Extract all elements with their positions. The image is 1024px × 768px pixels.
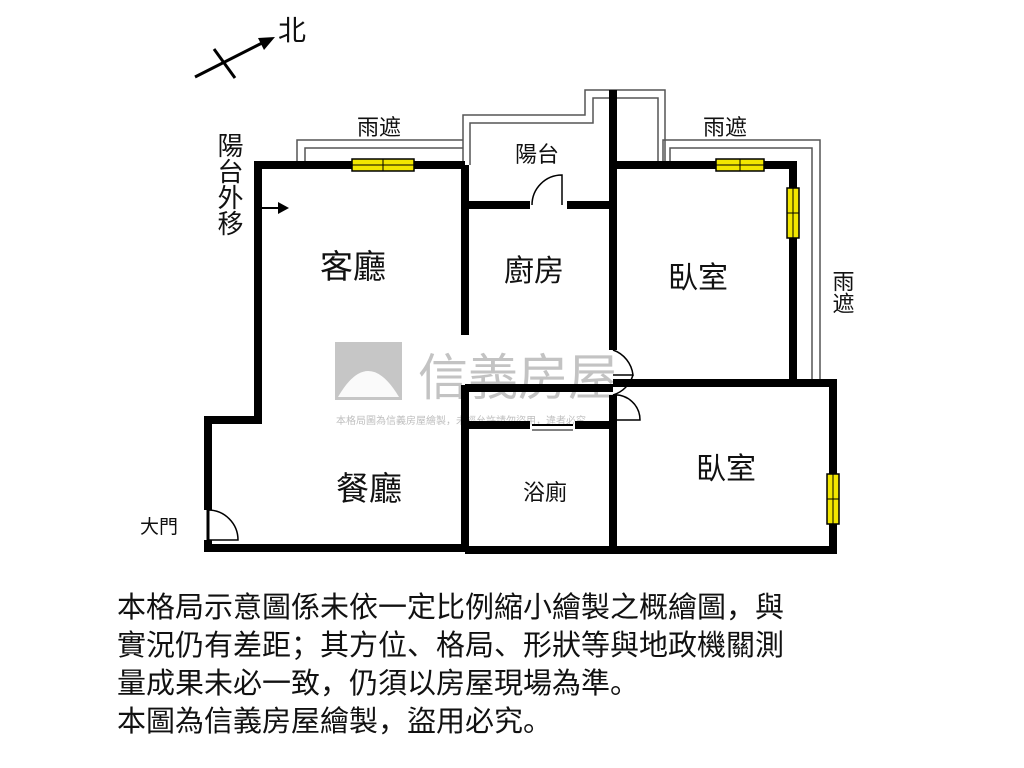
canopy-right-label: 雨遮 — [703, 116, 747, 141]
balcony-outline — [462, 89, 666, 165]
canopy-left-outline — [296, 139, 463, 165]
window-bedroom-1-side — [786, 187, 800, 239]
room-bathroom: 浴廁 — [523, 481, 567, 506]
room-kitchen: 廚房 — [504, 254, 564, 289]
disclaimer-line-3: 量成果未必一致，仍須以房屋現場為準。 — [117, 666, 640, 700]
windows — [351, 158, 840, 525]
disclaimer-line-4: 本圖為信義房屋繪製，盜用必究。 — [117, 704, 553, 738]
window-bedroom-2 — [826, 473, 840, 525]
bathroom-door — [532, 424, 573, 431]
disclaimer: 本格局示意圖係未依一定比例縮小繪製之概繪圖，與 實況仍有差距；其方位、格局、形狀… — [117, 588, 917, 740]
balcony-door — [531, 174, 563, 206]
walls — [204, 90, 837, 554]
room-living: 客廳 — [320, 247, 386, 286]
compass: 北 — [194, 14, 306, 79]
canopy-side-label: 雨遮 — [829, 270, 855, 314]
watermark-brand: 信義房屋 — [418, 349, 618, 407]
room-dining: 餐廳 — [336, 469, 402, 508]
window-bedroom-1-top — [715, 158, 765, 172]
room-balcony: 陽台 — [515, 143, 559, 168]
main-door — [206, 509, 239, 541]
compass-north-label: 北 — [278, 14, 306, 47]
balcony-moved-annotation: 陽台外移 — [213, 132, 289, 236]
doors — [206, 174, 641, 541]
disclaimer-line-2: 實況仍有差距；其方位、格局、形狀等與地政機關測 — [117, 628, 785, 662]
canopy-right-outline — [662, 139, 821, 382]
main-door-label: 大門 — [140, 516, 178, 538]
balcony-moved-label: 陽台外移 — [213, 132, 243, 236]
canopies — [296, 89, 821, 382]
room-bedroom-1: 臥室 — [668, 261, 728, 296]
bedroom-2-door — [612, 394, 641, 421]
arrow-right-icon — [278, 202, 289, 214]
room-bedroom-2: 臥室 — [696, 452, 756, 487]
window-living — [351, 158, 415, 172]
canopy-left-label: 雨遮 — [357, 116, 401, 141]
disclaimer-line-1: 本格局示意圖係未依一定比例縮小繪製之概繪圖，與 — [117, 590, 785, 624]
room-labels: 客廳 餐廳 廚房 陽台 臥室 臥室 浴廁 — [320, 143, 756, 508]
canopy-labels: 雨遮 雨遮 雨遮 — [357, 116, 855, 314]
